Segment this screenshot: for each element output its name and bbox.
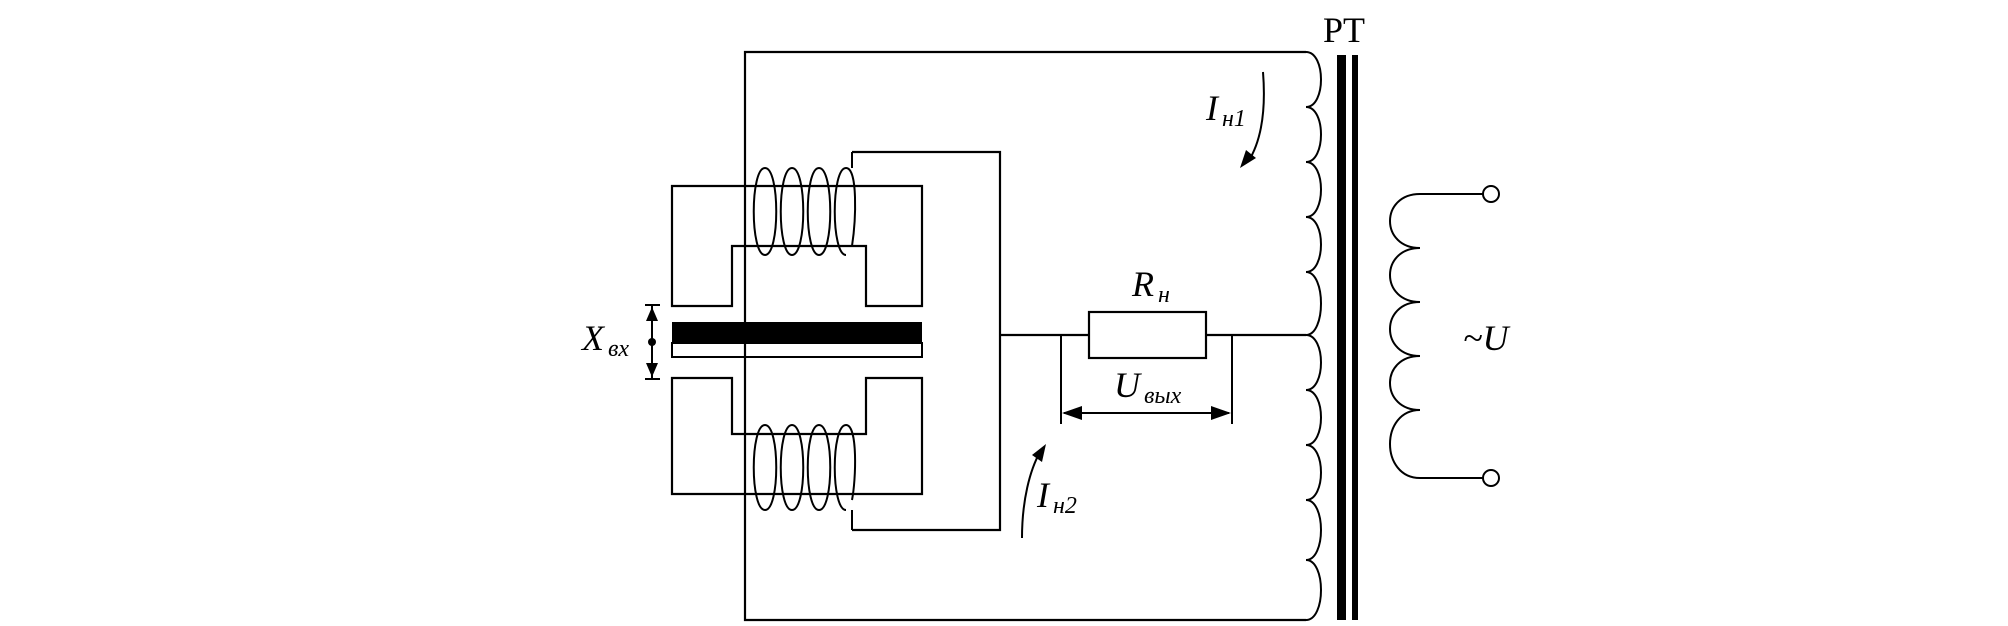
current-i2-label: I н2	[1036, 475, 1077, 519]
load-label: R н	[1131, 264, 1170, 308]
current-i1-arrow	[1247, 71, 1265, 163]
transformer-core-bar-right	[1352, 55, 1358, 620]
transformer-core-bar-left	[1337, 55, 1346, 620]
input-displacement-dot	[648, 338, 656, 346]
source-label: ~U	[1463, 318, 1510, 358]
input-displacement-label: X вх	[580, 318, 629, 362]
output-voltage-label: U вых	[1114, 365, 1182, 409]
current-i2-arrowhead	[1032, 444, 1046, 462]
transformer-primary-winding	[1305, 51, 1322, 621]
lower-coil	[744, 424, 857, 530]
current-i1-arrowhead	[1240, 150, 1256, 168]
armature-light	[671, 342, 923, 358]
lower-core	[670, 376, 924, 496]
upper-coil	[744, 152, 857, 256]
output-voltage-arrowhead-left	[1062, 406, 1082, 420]
source-terminal-bottom	[1482, 469, 1500, 487]
output-voltage-arrowhead-right	[1211, 406, 1231, 420]
inner-wire-loop	[852, 150, 1002, 532]
armature-dark	[672, 322, 922, 343]
upper-core	[670, 184, 924, 308]
source-terminal-top	[1482, 185, 1500, 203]
transformer-label: PT	[1323, 10, 1365, 50]
current-i1-label: I н1	[1205, 88, 1246, 132]
input-displacement-arrowhead-bottom	[646, 363, 658, 377]
load-resistor	[1087, 310, 1208, 360]
transformer-secondary-winding	[1389, 193, 1483, 479]
input-displacement-arrowhead-top	[646, 307, 658, 321]
